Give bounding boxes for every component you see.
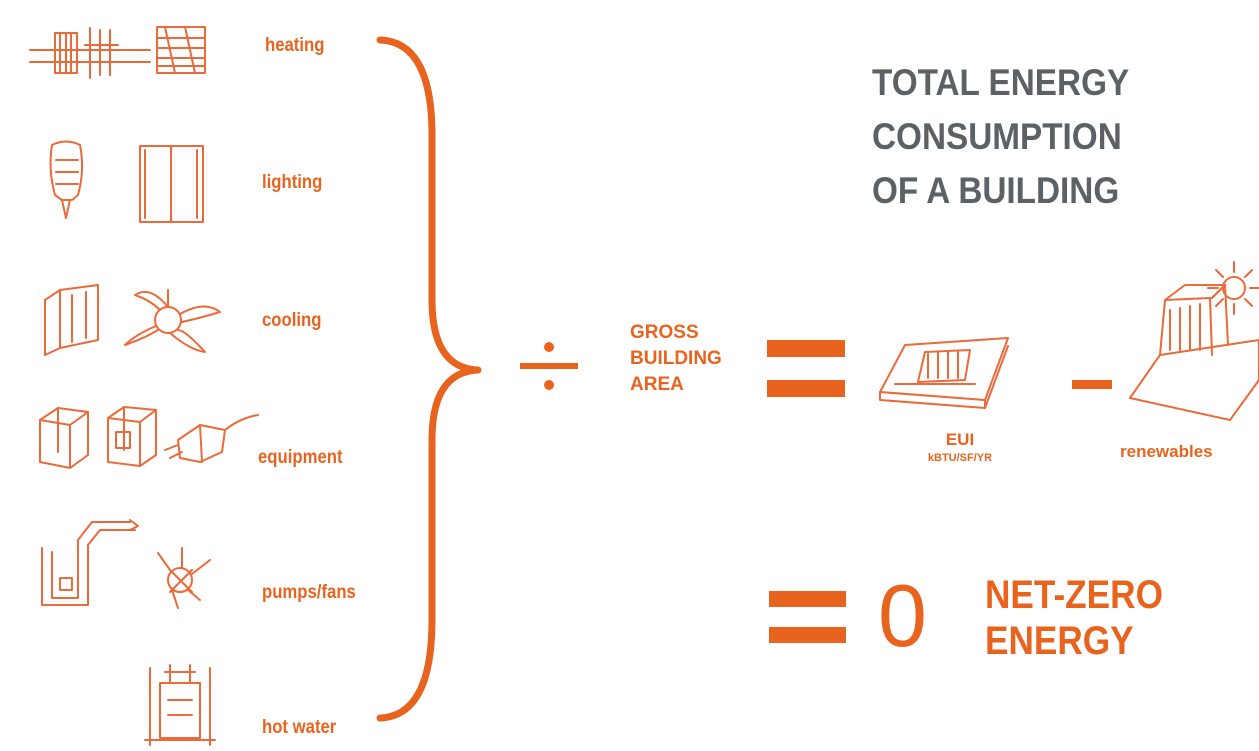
net-zero-line-1: NET-ZERO (985, 573, 1163, 617)
sun-icon (1207, 261, 1259, 315)
renewables-label: renewables (1120, 442, 1213, 461)
divisor-line-1: GROSS (630, 322, 699, 343)
title-line-2: CONSUMPTION (872, 116, 1122, 157)
divide-sign (520, 342, 578, 390)
lamp-window-sketch-icon (49, 140, 204, 223)
title-line-3: OF A BUILDING (872, 170, 1120, 211)
title-line-1: TOTAL ENERGY (872, 62, 1130, 103)
category-label-cooling: cooling (262, 310, 322, 331)
radiator-sketch-icon (29, 26, 206, 79)
net-zero-line-2: ENERGY (985, 619, 1134, 663)
category-label-equipment: equipment (258, 447, 343, 468)
renewables-building-sketch-icon (1129, 284, 1259, 421)
net-zero-label: NET-ZERO ENERGY (985, 572, 1163, 664)
eui-label: EUI (945, 430, 975, 449)
diagram-title: TOTAL ENERGY CONSUMPTION OF A BUILDING (872, 56, 1129, 218)
water-heater-sketch-icon (144, 664, 216, 746)
category-label-heating: heating (265, 35, 325, 56)
grouping-brace (376, 36, 482, 722)
equals-sign-result (769, 591, 846, 643)
category-label-pumps-fans: pumps/fans (262, 582, 356, 603)
category-label-lighting: lighting (262, 172, 323, 193)
divisor-line-3: AREA (630, 374, 684, 395)
divisor-label: GROSS BUILDING AREA (630, 320, 722, 398)
building-eui-sketch-icon (879, 337, 1009, 409)
pump-fan-sketch-icon (41, 519, 211, 609)
result-zero: 0 (878, 566, 927, 665)
equals-sign (767, 340, 845, 397)
eui-unit: kBTU/SF/YR (927, 452, 993, 464)
divisor-line-2: BUILDING (630, 348, 722, 369)
appliance-sketch-icon (39, 406, 259, 469)
ceiling-fan-sketch-icon (44, 284, 221, 356)
category-label-hot-water: hot water (262, 717, 337, 738)
minus-sign (1072, 380, 1112, 389)
